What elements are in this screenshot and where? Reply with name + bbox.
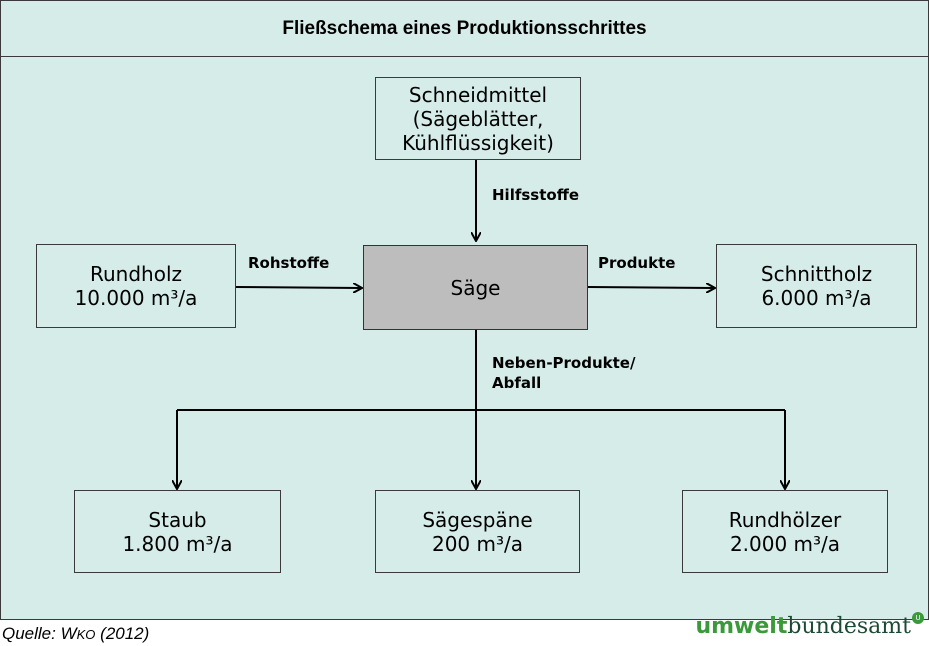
- node-value: 2.000 m³/a: [729, 531, 841, 556]
- node-value: 200 m³/a: [431, 531, 524, 556]
- node-label: Sägespäne: [422, 507, 533, 532]
- node-rundholz: Rundholz 10.000 m³/a: [36, 244, 236, 328]
- node-label: Schnittholz: [760, 262, 873, 286]
- node-label: (Sägeblätter,: [412, 106, 544, 131]
- edge-label-nebenprodukte: Neben-Produkte/ Abfall: [492, 354, 635, 393]
- diagram-title: Fließschema eines Produktionsschrittes: [1, 1, 928, 57]
- edge-label-hilfsstoffe: Hilfsstoffe: [492, 186, 580, 204]
- node-schneidmittel: Schneidmittel (Sägeblätter, Kühlflüssigk…: [375, 77, 581, 160]
- logo-part1: umwelt: [695, 614, 788, 639]
- node-value: 1.800 m³/a: [122, 531, 233, 556]
- node-label: Schneidmittel: [408, 82, 548, 107]
- node-label: Rundholz: [89, 262, 182, 286]
- source-prefix: Quelle: W: [2, 624, 77, 643]
- source-suffix: (2012): [95, 624, 150, 643]
- edge-produkte: [587, 287, 714, 288]
- edge-label-rohstoffe: Rohstoffe: [248, 254, 330, 272]
- edge-label-line: Abfall: [492, 373, 542, 392]
- source-smallcaps: KO: [76, 627, 96, 642]
- node-rundhoelzer: Rundhölzer 2.000 m³/a: [682, 490, 888, 573]
- source-caption: Quelle: WKO (2012): [2, 624, 149, 644]
- node-value: 10.000 m³/a: [74, 286, 198, 310]
- node-saege: Säge: [363, 245, 588, 330]
- logo-badge-icon: U: [912, 612, 924, 624]
- node-label: Kühlflüssigkeit): [402, 130, 554, 155]
- edge-rohstoffe: [235, 287, 361, 288]
- node-staub: Staub 1.800 m³/a: [74, 490, 281, 573]
- node-label: Säge: [450, 275, 501, 300]
- node-value: 6.000 m³/a: [761, 286, 872, 310]
- logo-part2: bundesamt: [787, 614, 911, 639]
- edge-label-line: Neben-Produkte/: [492, 354, 636, 372]
- node-schnittholz: Schnittholz 6.000 m³/a: [716, 244, 917, 328]
- node-label: Staub: [148, 507, 207, 532]
- node-saegespaene: Sägespäne 200 m³/a: [375, 490, 580, 573]
- node-label: Rundhölzer: [728, 507, 842, 532]
- edge-label-produkte: Produkte: [598, 254, 676, 272]
